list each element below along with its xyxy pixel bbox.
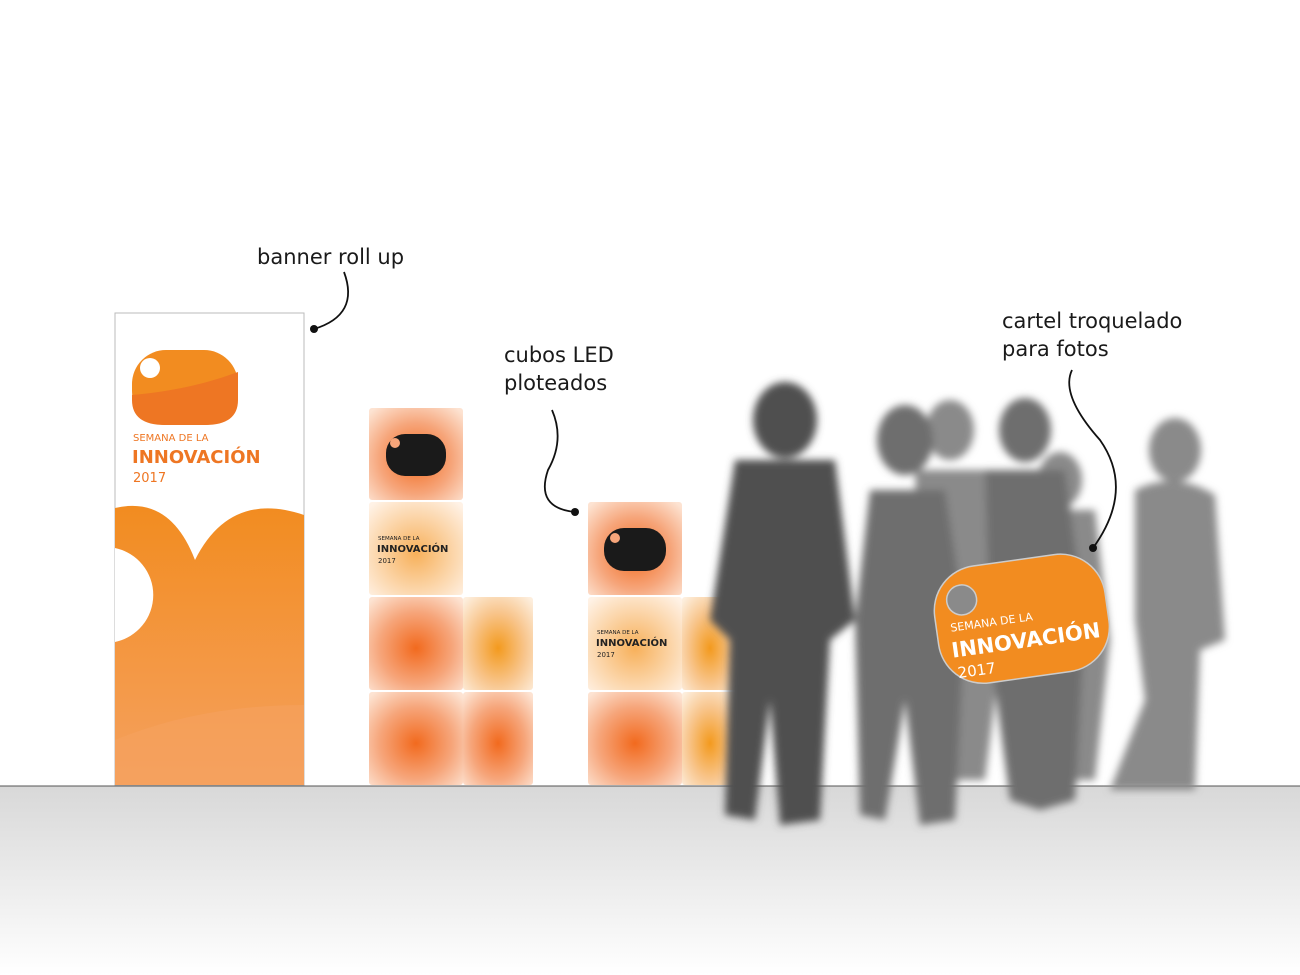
led-cubes-stack-right: SEMANA DE LA INNOVACIÓN 2017 xyxy=(588,502,738,785)
label-banner-roll-up: banner roll up xyxy=(257,245,404,269)
sign-logo-line3: 2017 xyxy=(957,659,997,682)
cube-logo-mark xyxy=(386,434,446,476)
callout-dot xyxy=(571,508,579,516)
banner-logo-mark xyxy=(132,350,238,425)
cube-logo-line1: SEMANA DE LA xyxy=(378,536,420,542)
cube-logo-line2: INNOVACIÓN xyxy=(377,542,448,555)
banner-roll-up: SEMANA DE LA INNOVACIÓN 2017 xyxy=(114,312,305,786)
led-cubes-stack-left: SEMANA DE LA INNOVACIÓN 2017 xyxy=(369,408,533,785)
cube-logo-line1: SEMANA DE LA xyxy=(597,630,639,636)
label-cartel-line1: cartel troquelado xyxy=(1002,309,1182,333)
floor xyxy=(0,786,1300,975)
banner-logo-line1: SEMANA DE LA xyxy=(133,433,209,444)
die-cut-photo-sign: SEMANA DE LA INNOVACIÓN 2017 xyxy=(933,553,1111,685)
callout-dot xyxy=(1089,544,1097,552)
cube-logo-mark xyxy=(604,528,666,571)
label-cartel-line2: para fotos xyxy=(1002,337,1109,361)
cube-logo-line3: 2017 xyxy=(378,557,396,565)
banner-logo-line3: 2017 xyxy=(133,471,166,486)
cube-logo-line2: INNOVACIÓN xyxy=(596,636,667,649)
cube-logo-line3: 2017 xyxy=(597,651,615,659)
banner-logo-line2: INNOVACIÓN xyxy=(132,446,261,468)
callout-leaders xyxy=(313,271,1117,549)
label-cubes-line2: ploteados xyxy=(504,371,607,395)
callout-dot xyxy=(310,325,318,333)
label-cubes-line1: cubos LED xyxy=(504,343,614,367)
